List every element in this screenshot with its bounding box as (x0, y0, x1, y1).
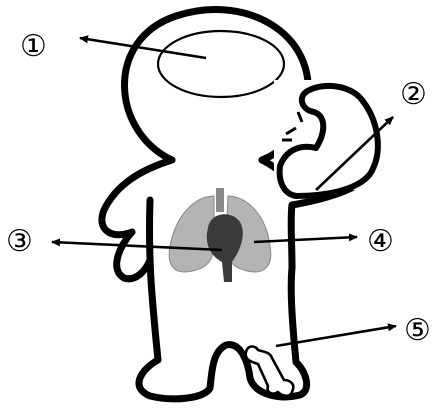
label-5: ⑤ (404, 313, 431, 348)
left-arm-outline (102, 160, 172, 279)
label-4: ④ (367, 224, 394, 259)
label-1: ① (20, 29, 47, 64)
label-3: ③ (6, 224, 33, 259)
brain-oval-icon (158, 31, 284, 97)
label-2: ② (400, 77, 427, 112)
